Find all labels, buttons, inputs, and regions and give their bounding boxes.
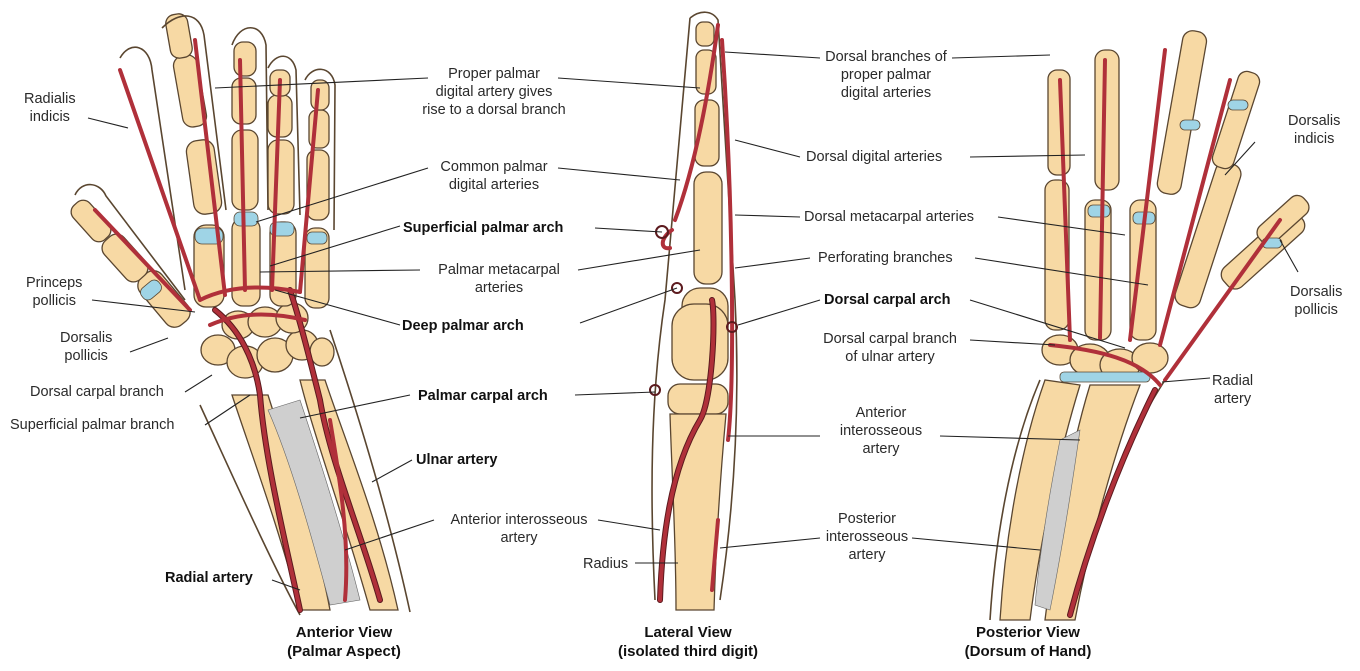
label-radial-artery-left: Radial artery (165, 569, 253, 587)
label-palmar-metacarpal-line-2: arteries (416, 279, 582, 297)
label-superficial-palmar-branch: Superficial palmar branch (10, 416, 174, 434)
label-radial-artery-right-line-2: artery (1212, 390, 1253, 408)
label-dorsalis-pollicis-right-line-2: pollicis (1290, 301, 1342, 319)
label-proper-palmar-line-2: digital artery gives (414, 83, 574, 101)
label-anterior-interosseous-mid-line-3: artery (822, 440, 940, 458)
label-common-palmar-line-2: digital arteries (424, 176, 564, 194)
label-radial-artery-right: Radial artery (1212, 372, 1253, 408)
label-dorsal-carpal-ulnar: Dorsal carpal branch of ulnar artery (815, 330, 965, 366)
label-dorsal-branches-line-1: Dorsal branches of (820, 48, 952, 66)
label-princeps-pollicis-line-2: pollicis (26, 292, 82, 310)
posterior-hand-illustration (990, 29, 1313, 620)
label-perforating-branches: Perforating branches (818, 249, 953, 267)
label-dorsal-branches-line-2: proper palmar (820, 66, 952, 84)
label-anterior-interosseous-mid: Anterior interosseous artery (822, 404, 940, 458)
label-palmar-carpal-arch: Palmar carpal arch (418, 387, 548, 405)
label-posterior-interosseous-line-1: Posterior (820, 510, 914, 528)
label-deep-palmar-arch: Deep palmar arch (402, 317, 524, 335)
caption-posterior-subtitle: (Dorsum of Hand) (948, 642, 1108, 661)
label-radial-artery-right-line-1: Radial (1212, 372, 1253, 390)
label-proper-palmar-line-3: rise to a dorsal branch (414, 101, 574, 119)
label-princeps-pollicis-line-1: Princeps (26, 274, 82, 292)
label-proper-palmar-line-1: Proper palmar (414, 65, 574, 83)
label-dorsal-branches-proper: Dorsal branches of proper palmar digital… (820, 48, 952, 102)
caption-posterior-view: Posterior View (Dorsum of Hand) (948, 623, 1108, 661)
label-common-palmar-digital: Common palmar digital arteries (424, 158, 564, 194)
label-posterior-interosseous-line-2: interosseous (820, 528, 914, 546)
caption-lateral-view: Lateral View (isolated third digit) (598, 623, 778, 661)
label-anterior-interosseous-mid-line-1: Anterior (822, 404, 940, 422)
label-princeps-pollicis: Princeps pollicis (26, 274, 82, 310)
label-dorsalis-pollicis-right: Dorsalis pollicis (1290, 283, 1342, 319)
label-radialis-indicis-line-1: Radialis (24, 90, 76, 108)
label-posterior-interosseous-line-3: artery (820, 546, 914, 564)
label-anterior-interosseous-left-line-1: Anterior interosseous (436, 511, 602, 529)
caption-lateral-title: Lateral View (598, 623, 778, 642)
caption-anterior-subtitle: (Palmar Aspect) (274, 642, 414, 661)
label-palmar-metacarpal-line-1: Palmar metacarpal (416, 261, 582, 279)
label-dorsalis-pollicis-left: Dorsalis pollicis (60, 329, 112, 365)
label-dorsalis-pollicis-left-line-1: Dorsalis (60, 329, 112, 347)
label-dorsal-carpal-branch: Dorsal carpal branch (30, 383, 164, 401)
label-anterior-interosseous-mid-line-2: interosseous (822, 422, 940, 440)
label-dorsal-carpal-ulnar-line-1: Dorsal carpal branch (815, 330, 965, 348)
label-dorsalis-pollicis-left-line-2: pollicis (60, 347, 112, 365)
label-radialis-indicis: Radialis indicis (24, 90, 76, 126)
label-common-palmar-line-1: Common palmar (424, 158, 564, 176)
label-dorsal-branches-line-3: digital arteries (820, 84, 952, 102)
label-dorsalis-indicis-line-2: indicis (1288, 130, 1340, 148)
lateral-digit-illustration (650, 12, 737, 610)
label-anterior-interosseous-left: Anterior interosseous artery (436, 511, 602, 547)
caption-anterior-title: Anterior View (274, 623, 414, 642)
label-radius: Radius (583, 555, 628, 573)
caption-posterior-title: Posterior View (948, 623, 1108, 642)
caption-lateral-subtitle: (isolated third digit) (598, 642, 778, 661)
label-dorsal-carpal-ulnar-line-2: of ulnar artery (815, 348, 965, 366)
label-dorsalis-indicis-line-1: Dorsalis (1288, 112, 1340, 130)
label-proper-palmar-digital: Proper palmar digital artery gives rise … (414, 65, 574, 119)
label-dorsal-digital: Dorsal digital arteries (806, 148, 942, 166)
label-dorsal-carpal-arch: Dorsal carpal arch (824, 291, 951, 309)
label-radialis-indicis-line-2: indicis (24, 108, 76, 126)
label-superficial-palmar-arch: Superficial palmar arch (403, 219, 563, 237)
label-ulnar-artery: Ulnar artery (416, 451, 497, 469)
caption-anterior-view: Anterior View (Palmar Aspect) (274, 623, 414, 661)
label-dorsal-metacarpal: Dorsal metacarpal arteries (804, 208, 974, 226)
label-dorsalis-indicis: Dorsalis indicis (1288, 112, 1340, 148)
label-dorsalis-pollicis-right-line-1: Dorsalis (1290, 283, 1342, 301)
label-posterior-interosseous: Posterior interosseous artery (820, 510, 914, 564)
label-anterior-interosseous-left-line-2: artery (436, 529, 602, 547)
label-palmar-metacarpal: Palmar metacarpal arteries (416, 261, 582, 297)
